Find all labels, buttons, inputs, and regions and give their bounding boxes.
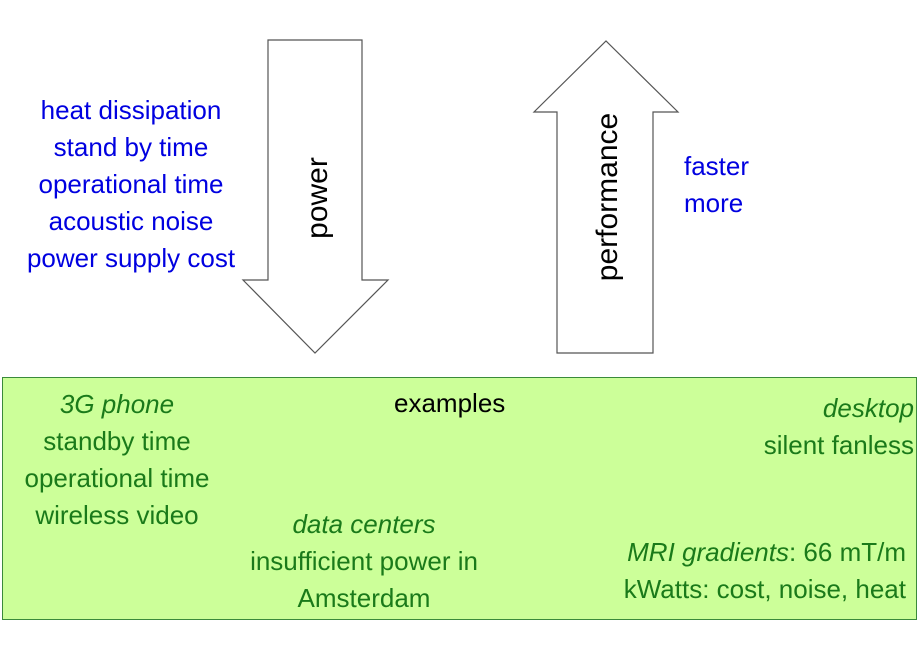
performance-label: performance <box>591 113 624 281</box>
power-factor-item: operational time <box>38 169 224 199</box>
example-title-suffix: : 66 mT/m <box>788 537 906 567</box>
example-line: insufficient power in <box>250 546 478 576</box>
example-mri-gradients: MRI gradients: 66 mT/m kWatts: cost, noi… <box>560 534 906 608</box>
examples-title: examples <box>394 388 506 418</box>
power-down-arrow <box>241 39 390 354</box>
example-line: wireless video <box>35 500 199 530</box>
example-title: data centers <box>292 509 436 539</box>
power-factor-item: acoustic noise <box>48 206 214 236</box>
example-desktop: desktop silent fanless <box>720 390 914 464</box>
power-factors-list: heat dissipation stand by time operation… <box>0 92 262 277</box>
performance-goal-item: faster <box>684 151 750 181</box>
power-factor-item: stand by time <box>53 132 209 162</box>
power-factor-item: power supply cost <box>26 243 236 273</box>
example-line: silent fanless <box>763 430 914 460</box>
example-title: desktop <box>822 393 914 423</box>
performance-goal-item: more <box>684 188 744 218</box>
example-line: operational time <box>24 463 210 493</box>
example-3g-phone: 3G phone standby time operational time w… <box>6 386 228 534</box>
example-title: MRI gradients <box>627 537 789 567</box>
power-factor-item: heat dissipation <box>40 95 222 125</box>
examples-box <box>2 377 917 620</box>
example-line: kWatts: cost, noise, heat <box>623 574 906 604</box>
power-label: power <box>301 157 334 239</box>
performance-up-arrow <box>532 40 680 354</box>
arrows-diagram: power performance <box>241 39 680 354</box>
example-title-row: MRI gradients: 66 mT/m <box>560 534 906 571</box>
example-line: Amsterdam <box>297 583 431 613</box>
example-data-centers: data centers insufficient power in Amste… <box>226 506 502 617</box>
performance-goals-list: faster more <box>684 148 774 222</box>
example-title: 3G phone <box>59 389 175 419</box>
example-line: standby time <box>43 426 191 456</box>
